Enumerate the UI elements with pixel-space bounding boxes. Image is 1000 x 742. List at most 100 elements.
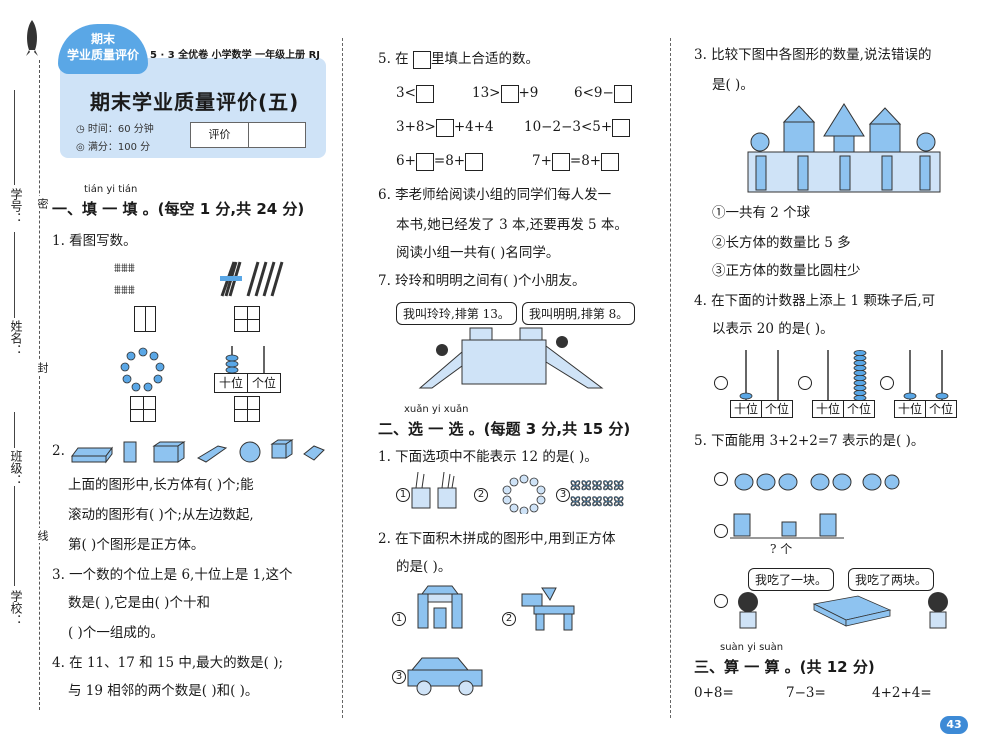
ineq-1b: 13>+9 [472,84,539,103]
check-icon: ◎ [76,142,88,153]
ineq-1a-box[interactable] [415,84,434,103]
student-number-label: 学号： [9,188,23,224]
block-animal-icon [521,587,575,631]
speech-bubble-lingling: 我叫玲玲,排第 13。 [396,302,517,325]
speech-bubble-one: 我吃了一块。 [748,568,835,591]
section3-pinyin: suàn yi suàn [720,642,784,653]
block-castle-icon [417,585,463,629]
q2-number: 2. [52,443,65,459]
r-q3-option-1[interactable]: ①一共有 2 个球 [712,205,811,221]
calc-3: 4+2+4= [872,685,932,701]
eq-3a-box1[interactable] [415,152,434,171]
xian-mark: 线 [34,528,50,543]
q2-line2: 滚动的图形有( )个;从左边数起, [68,507,254,523]
series-label: 5 · 3 全优卷 小学数学 一年级上册 RJ [150,50,321,61]
cylinders-icon [730,513,844,539]
q4-line1: 4. 在 11、17 和 15 中,最大的数是( ); [52,655,284,671]
s2q2-line1: 2. 在下面积木拼成的图形中,用到正方体 [378,531,616,547]
section1-heading: 一、填 一 填 。(每空 1 分,共 24 分) [52,200,305,218]
counter-option-1[interactable] [714,376,728,390]
student-number-line[interactable] [14,90,15,185]
block-car-icon [407,657,483,696]
s2q1-option-2[interactable]: 2 [474,488,488,502]
q2-line1: 上面的图形中,长方体有( )个;能 [68,477,254,493]
q1c-answer-box[interactable] [130,396,156,422]
badge-line-1: 期末 [90,32,115,46]
ineq-2a-box[interactable] [435,118,454,137]
r-q4-line2: 以表示 20 的是( )。 [712,321,834,337]
r-q4-line1: 4. 在下面的计数器上添上 1 颗珠子后,可 [694,293,936,309]
name-line[interactable] [14,232,15,318]
chocolate-bar-icon [738,592,948,629]
bead-ring-12-icon [502,474,546,514]
eq-3b-box1[interactable] [551,152,570,171]
score-info: ◎ 满分：100 分 [76,142,151,153]
eq-3a-box2[interactable] [465,152,484,171]
svg-text:ꕤꕤꕤꕤꕤ: ꕤꕤꕤꕤꕤ [570,495,624,510]
s2q2-option-3[interactable]: 3 [392,670,406,684]
s2q1-option-3[interactable]: 3 [556,488,570,502]
svg-text:ꕤꕤꕤꕤꕤ: ꕤꕤꕤꕤꕤ [570,479,624,494]
q3-line3: ( )个一组成的。 [68,625,164,641]
rocket-icon [26,20,38,56]
clock-icon: ◷ [76,124,88,135]
q3-line1: 3. 一个数的个位上是 6,十位上是 1,这个 [52,567,293,583]
time-info: ◷ 时间：60 分钟 [76,124,154,135]
ineq-1a: 3< [396,84,434,103]
class-label: 班级： [9,450,23,486]
r-q3-line1: 3. 比较下图中各图形的数量,说法错误的 [694,47,932,63]
q1b-answer-box[interactable] [234,306,260,332]
r-q3-option-2[interactable]: ②长方体的数量比 5 多 [712,235,851,251]
counter-1-ones: 个位 [761,400,793,418]
ones-label: 个位 [247,373,281,393]
s2q2-option-1[interactable]: 1 [392,612,406,626]
sticks-bundle-icon [220,261,284,297]
r-q5-option-1[interactable] [714,472,728,486]
calc-2: 7−3= [786,685,826,701]
counter-2-ones: 个位 [843,400,875,418]
playground-slide-icon [418,327,604,389]
s2q2-line2: 的是( )。 [396,559,452,575]
class-line[interactable] [14,412,15,448]
evaluation-box: 评价 [190,122,306,148]
example-box [412,50,431,69]
counter-1-tens: 十位 [730,400,762,418]
bead-ring-icon [120,347,165,392]
r-q5-text: 5. 下面能用 3+2+2=7 表示的是( )。 [694,433,925,449]
column-divider-1 [342,38,343,718]
q4-line2: 与 19 相邻的两个数是( )和( )。 [68,683,259,699]
s2q2-option-2[interactable]: 2 [502,612,516,626]
svg-text:⩩⩩⩩: ⩩⩩⩩ [114,261,135,276]
r-q5-option-3[interactable] [714,594,728,608]
q3-line2: 数是( ),它是由( )个十和 [68,595,210,611]
eq-3b-box2[interactable] [601,152,620,171]
school-line[interactable] [14,486,15,586]
counter-option-3[interactable] [880,376,894,390]
r-q3-line2: 是( )。 [712,77,754,93]
q1a-answer-box[interactable] [134,306,156,332]
eq-3a: 6+=8+ [396,152,484,171]
ineq-2a: 3+8>+4+4 [396,118,494,137]
tens-label: 十位 [214,373,248,393]
counter-3-ones: 个位 [925,400,957,418]
shapes-row-icon [71,439,325,464]
r-q3-option-3[interactable]: ③正方体的数量比圆柱少 [712,263,861,279]
section2-heading: 二、选 一 选 。(每题 3 分,共 15 分) [378,420,631,438]
page-number: 43 [940,716,968,734]
dragonfly-group-icon: ⩩⩩⩩ ⩩⩩⩩ [114,261,135,298]
section2-pinyin: xuǎn yi xuǎn [404,404,469,415]
header-badge: 期末 学业质量评价 [58,24,148,74]
counter-option-2[interactable] [798,376,812,390]
q1d-answer-box[interactable] [234,396,260,422]
binding-strip: 学号： 密 姓名： 封 班级： 线 学校： [0,0,50,742]
column-divider-2 [670,38,671,718]
chicks-icon [734,473,900,491]
counter-3-icon [903,350,949,402]
ineq-1b-box[interactable] [500,84,519,103]
r-q5-option-2[interactable] [714,524,728,538]
ineq-2b-box[interactable] [612,118,631,137]
q2-line3: 第( )个图形是正方体。 [68,537,205,553]
s2q1-option-1[interactable]: 1 [396,488,410,502]
ineq-1c-box[interactable] [613,84,632,103]
